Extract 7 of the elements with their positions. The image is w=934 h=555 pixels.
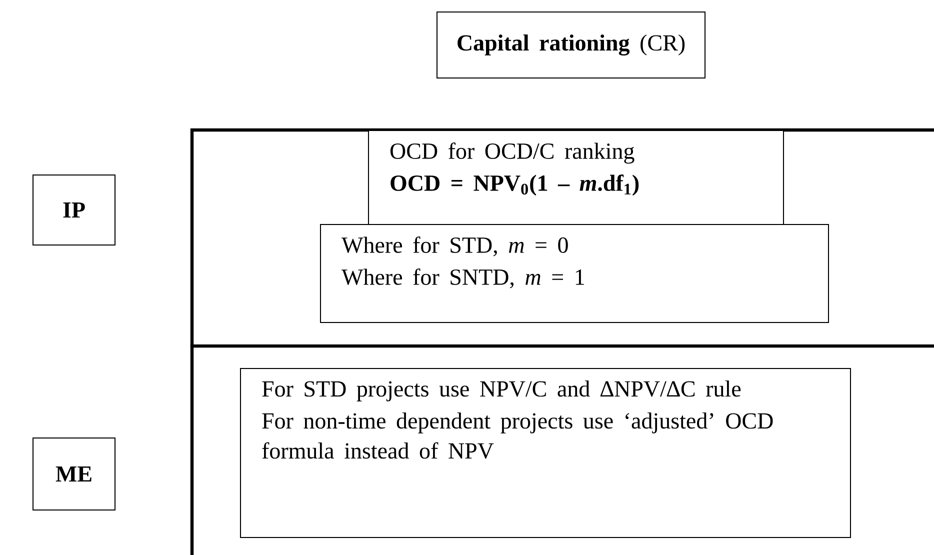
band-frame — [190, 344, 934, 555]
formula-box: OCD for OCD/C ranking OCD = NPV$_{0}$(1 – m.df$_{1}$) — [368, 130, 784, 225]
title-box: Capital rationing (CR) — [436, 12, 706, 78]
label-box: IP — [32, 174, 116, 246]
note-box: For STD projects use NPV/C and ∆NPV/∆C rule For non-time dependent projects use ‘adjusted’ OCD formula instead of NPV — [240, 368, 851, 538]
label-box: ME — [32, 438, 116, 510]
note-box: Where for STD, m = 0 Where for SNTD, m = 1 — [320, 224, 829, 323]
